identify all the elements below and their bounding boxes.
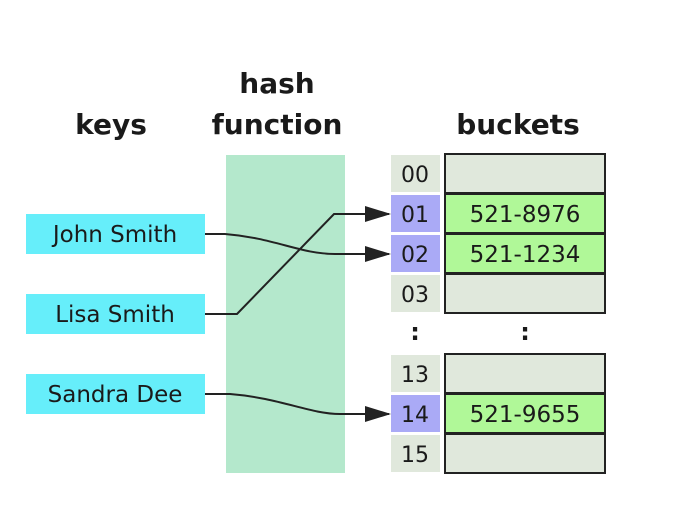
hash-function-box (226, 155, 345, 473)
key-john-smith[interactable]: John Smith (26, 214, 205, 254)
key-lisa-smith[interactable]: Lisa Smith (26, 294, 205, 334)
bucket-03 (444, 273, 606, 314)
index-cell-03: 03 (391, 275, 440, 312)
key-label: Lisa Smith (55, 302, 175, 328)
index-cell-14: 14 (391, 395, 440, 432)
index-box (391, 275, 440, 312)
index-label: 13 (401, 363, 429, 388)
bucket-box (444, 353, 606, 394)
bucket-ellipsis: : (520, 318, 530, 346)
bucket-00 (444, 153, 606, 194)
bucket-01: 521-8976 (444, 193, 606, 234)
index-label: 02 (401, 243, 429, 268)
index-box (391, 435, 440, 472)
arrow-sandra-dee-to-14 (205, 393, 391, 422)
bucket-13 (444, 353, 606, 394)
bucket-box (444, 193, 606, 234)
arrow-john-smith-to-02 (205, 233, 391, 262)
bucket-box (444, 273, 606, 314)
bucket-value: 521-8976 (470, 202, 581, 228)
key-sandra-dee[interactable]: Sandra Dee (26, 374, 205, 414)
bucket-15 (444, 433, 606, 474)
index-cell-00: 00 (391, 155, 440, 192)
bucket-box (444, 393, 606, 434)
hash-header-line2: function (212, 108, 343, 141)
index-cell-02: 02 (391, 235, 440, 272)
keys-header: keys (75, 108, 147, 141)
index-label: 01 (401, 203, 429, 228)
key-label: John Smith (51, 222, 177, 248)
index-ellipsis: : (410, 318, 420, 346)
key-box (26, 374, 205, 414)
index-cell-01: 01 (391, 195, 440, 232)
bucket-02: 521-1234 (444, 233, 606, 274)
index-label: 15 (401, 443, 429, 468)
index-cell-15: 15 (391, 435, 440, 472)
index-box (391, 195, 440, 232)
buckets-header: buckets (456, 108, 579, 141)
key-box (26, 294, 205, 334)
bucket-value: 521-9655 (470, 402, 581, 428)
bucket-value: 521-1234 (470, 242, 581, 268)
key-box (26, 214, 205, 254)
index-box (391, 155, 440, 192)
index-label: 03 (401, 283, 429, 308)
index-label: 14 (401, 403, 429, 428)
index-cell-13: 13 (391, 355, 440, 392)
bucket-box (444, 153, 606, 194)
index-box (391, 355, 440, 392)
index-box (391, 235, 440, 272)
index-label: 00 (401, 163, 429, 188)
bucket-box (444, 433, 606, 474)
bucket-14: 521-9655 (444, 393, 606, 434)
arrow-lisa-smith-to-01 (205, 206, 391, 315)
bucket-box (444, 233, 606, 274)
key-label: Sandra Dee (48, 382, 183, 408)
index-box (391, 395, 440, 432)
hash-header-line1: hash (239, 67, 314, 100)
